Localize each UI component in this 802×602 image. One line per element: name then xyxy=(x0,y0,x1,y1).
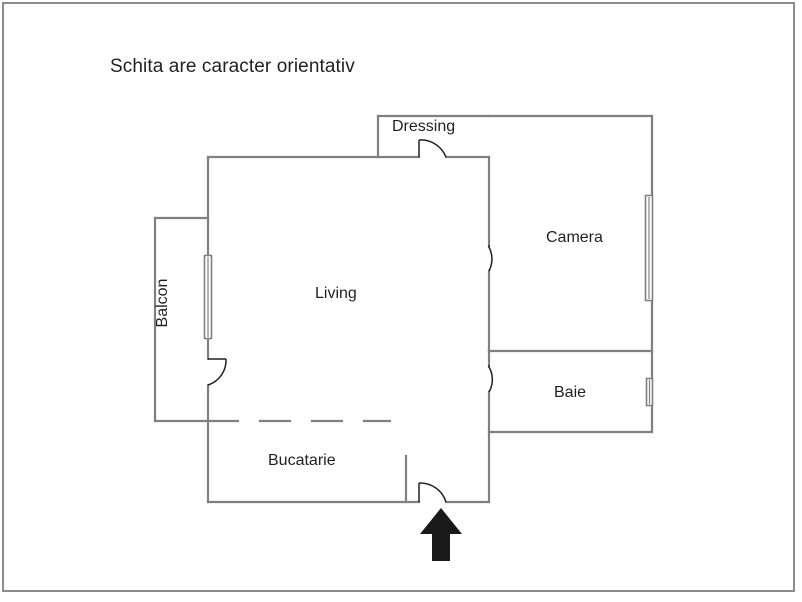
entrance-door-arc xyxy=(418,482,447,503)
baie-door-arc xyxy=(488,366,494,393)
room-label-baie: Baie xyxy=(554,384,587,401)
page-border xyxy=(2,2,795,592)
room-label-living: Living xyxy=(315,285,357,302)
page-title: Schita are caracter orientativ xyxy=(110,56,355,77)
room-label-bucatarie: Bucatarie xyxy=(268,452,336,469)
camera-door-arc xyxy=(488,246,493,272)
room-label-balcon: Balcon xyxy=(154,278,171,328)
dressing-door-arc xyxy=(418,139,447,158)
balcon-door-arc xyxy=(207,358,227,386)
room-label-camera: Camera xyxy=(546,229,603,246)
room-label-dressing: Dressing xyxy=(392,118,456,135)
entrance-arrow xyxy=(420,508,462,561)
